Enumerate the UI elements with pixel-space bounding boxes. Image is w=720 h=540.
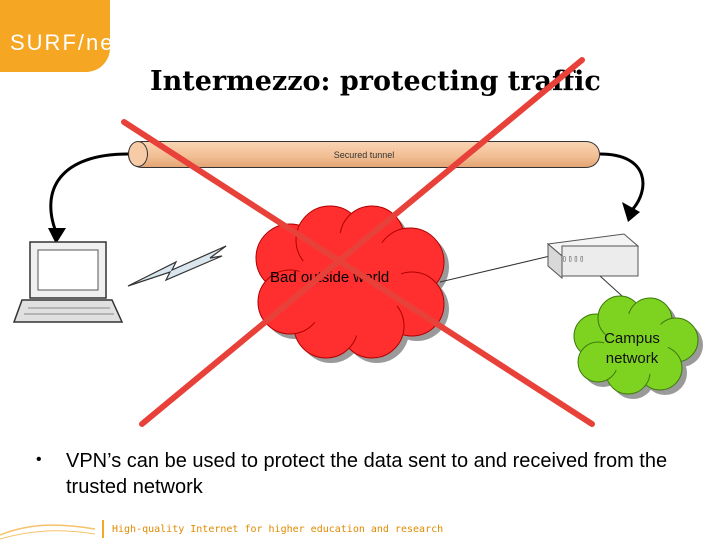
router-ports: ▯▯▯▯ [562, 254, 586, 263]
secured-tunnel: Secured tunnel [128, 141, 600, 168]
tunnel-label: Secured tunnel [333, 150, 395, 160]
right-tunnel-arrow [599, 152, 645, 212]
laptop-icon [12, 241, 124, 323]
bullet-text: VPN’s can be used to protect the data se… [66, 450, 668, 498]
tunnel-end-cap [128, 141, 148, 167]
lightning-wireless-icon [127, 245, 227, 287]
right-arrow-head [622, 202, 640, 222]
cloud-router-link [439, 255, 551, 283]
footer-tagline: High-quality Internet for higher educati… [112, 524, 444, 535]
cross-line-1 [121, 119, 595, 427]
campus-label: Campus network [604, 330, 660, 367]
network-router-icon [546, 233, 640, 280]
left-arrow-head [48, 228, 66, 244]
slide-title: Intermezzo: protecting traffic [150, 66, 601, 97]
surfnet-logo: SURF/net [10, 30, 123, 55]
logo-background [0, 0, 110, 72]
footer-divider [102, 520, 104, 538]
footer-swoosh-icon [0, 524, 96, 540]
bullet-marker: • [36, 451, 42, 468]
cross-line-2 [139, 57, 585, 427]
left-tunnel-arrow [49, 152, 129, 233]
